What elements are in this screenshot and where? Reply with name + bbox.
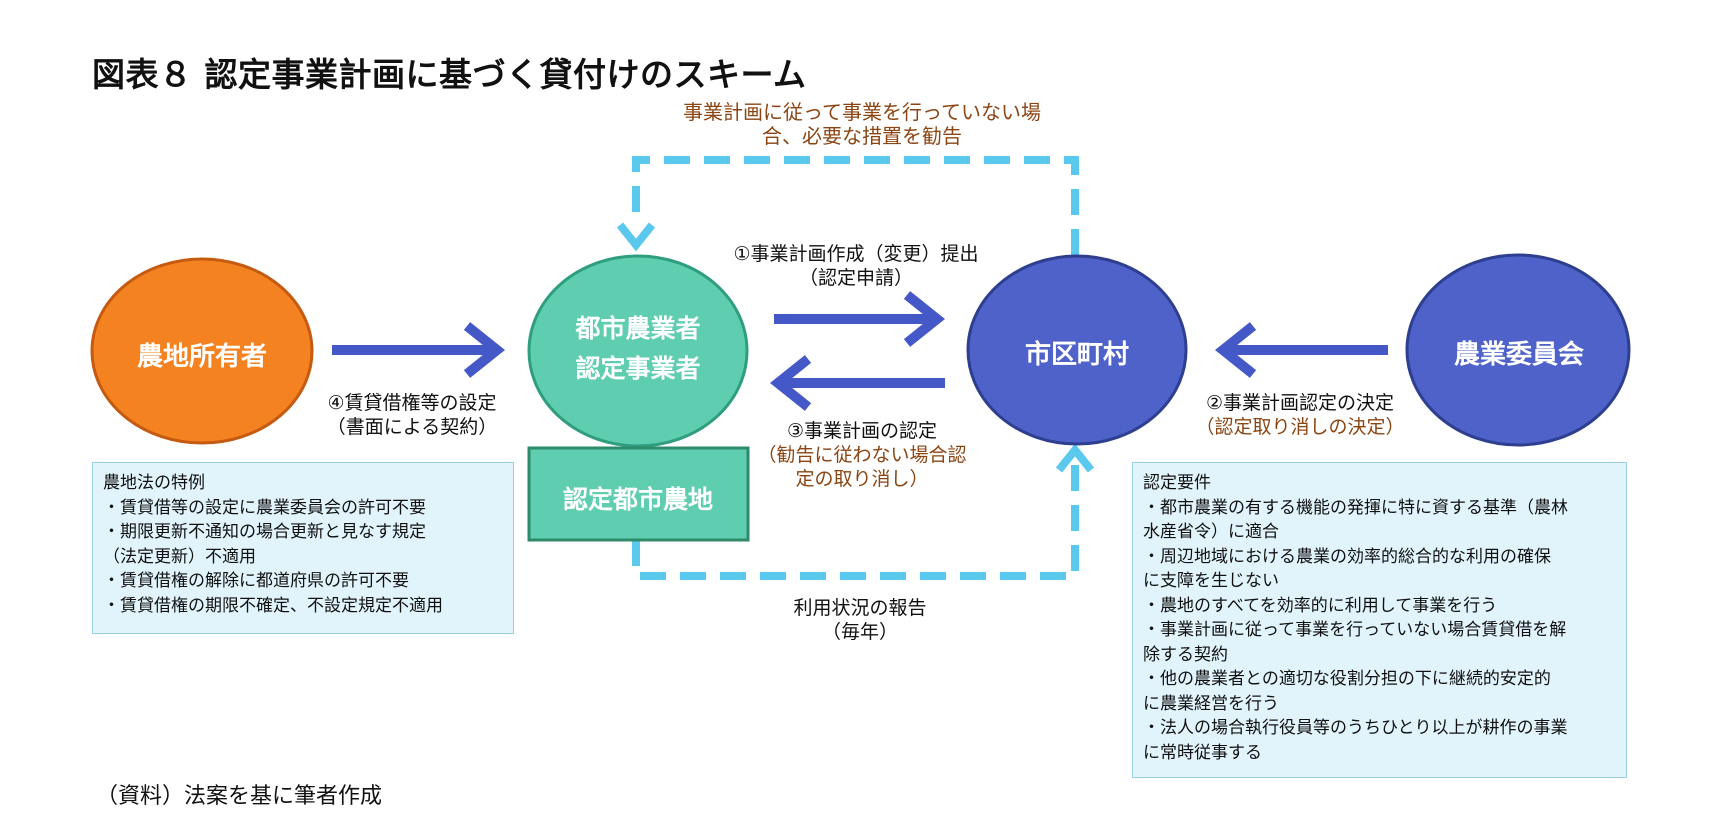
certify-label-line2: （勧告に従わない場合認 <box>757 444 967 466</box>
report-label-line2: （毎年） <box>821 621 898 643</box>
lease-label-line1: ④賃貸借権等の設定 <box>327 392 497 414</box>
page-title: 図表８ 認定事業計画に基づく貸付けのスキーム <box>92 55 807 94</box>
requirements-line: に常時従事する <box>1143 742 1262 763</box>
lease-label: ④賃貸借権等の設定 （書面による契約） <box>302 391 522 439</box>
lease-arrowhead <box>463 322 506 378</box>
report-arrowhead <box>1055 443 1095 473</box>
farmland-law-line: ・賃貸借権の解除に都道府県の許可不要 <box>103 571 409 591</box>
decision-label: ②事業計画認定の決定 （認定取り消しの決定） <box>1180 391 1420 439</box>
report-label-line1: 利用状況の報告 <box>793 597 927 619</box>
submit-label-line2: （認定申請） <box>798 267 913 289</box>
requirements-line: ・農地のすべてを効率的に利用して事業を行う <box>1143 595 1498 616</box>
municipality-label: 市区町村 <box>1024 340 1129 370</box>
certified-land-node <box>527 446 750 542</box>
farmer-label-line2: 認定事業者 <box>575 354 701 383</box>
farmer-node <box>527 254 749 448</box>
source-note: （資料）法案を基に筆者作成 <box>96 784 383 809</box>
decision-arrowhead <box>1214 322 1257 378</box>
submit-label-line1: ①事業計画作成（変更）提出 <box>733 243 979 265</box>
report-label: 利用状況の報告 （毎年） <box>760 596 960 644</box>
submit-label: ①事業計画作成（変更）提出 （認定申請） <box>706 242 1006 290</box>
farmer-label: 都市農業者 認定事業者 <box>530 309 746 389</box>
farmer-label-line1: 都市農業者 <box>575 314 701 343</box>
advice-label-line1: 事業計画に従って事業を行っていない場 <box>683 100 1041 124</box>
certify-arrowhead <box>769 355 812 411</box>
requirements-line: 水産省令）に適合 <box>1143 522 1279 542</box>
decision-label-line1: ②事業計画認定の決定 <box>1205 392 1395 414</box>
requirements-line: 除する契約 <box>1143 644 1228 665</box>
farmland-law-exceptions-box: 農地法の特例 ・賃貸借等の設定に農業委員会の許可不要 ・期限更新不通知の場合更新… <box>92 462 514 634</box>
certify-label-line3: 定の取り消し） <box>795 468 929 490</box>
requirements-line: ・周辺地域における農業の効率的総合的な利用の確保 <box>1143 546 1551 567</box>
certification-requirements-box: 認定要件 ・都市農業の有する機能の発揮に特に資する基準（農林 水産省令）に適合 … <box>1132 462 1627 778</box>
report-dashed-line <box>632 460 1079 580</box>
requirements-line: ・他の農業者との適切な役割分担の下に継続的安定的 <box>1143 669 1551 689</box>
municipality-node <box>966 254 1188 446</box>
decision-label-line2: （認定取り消しの決定） <box>1195 416 1405 438</box>
requirements-line: に支障を生じない <box>1143 571 1279 591</box>
advice-label: 事業計画に従って事業を行っていない場 合、必要な措置を勧告 <box>662 100 1062 148</box>
advice-label-line2: 合、必要な措置を勧告 <box>762 124 962 148</box>
farmland-law-line: ・期限更新不通知の場合更新と見なす規定 <box>103 522 426 542</box>
owner-label: 農地所有者 <box>136 342 267 372</box>
requirements-line: に農業経営を行う <box>1143 693 1279 714</box>
lease-label-line2: （書面による契約） <box>326 416 498 438</box>
certified-land-label: 認定都市農地 <box>562 485 713 514</box>
requirements-line: ・法人の場合執行役員等のうちひとり以上が耕作の事業 <box>1143 718 1568 738</box>
committee-label: 農業委員会 <box>1453 340 1584 370</box>
farmland-law-line: ・賃貸借等の設定に農業委員会の許可不要 <box>103 497 426 518</box>
certify-label-line1: ③事業計画の認定 <box>786 420 938 442</box>
farmland-law-heading: 農地法の特例 <box>103 473 205 493</box>
requirements-heading: 認定要件 <box>1143 473 1211 493</box>
advice-dashed-line <box>632 156 1079 255</box>
requirements-line: ・事業計画に従って事業を行っていない場合賃貸借を解 <box>1143 620 1567 640</box>
submit-arrowhead <box>903 291 946 347</box>
farmland-law-line: （法定更新）不適用 <box>103 546 256 567</box>
farmland-law-line: ・賃貸借権の期限不確定、不設定規定不適用 <box>103 595 443 616</box>
advice-arrowhead <box>616 222 656 252</box>
owner-node <box>90 257 314 445</box>
certify-label: ③事業計画の認定 （勧告に従わない場合認 定の取り消し） <box>742 419 982 491</box>
requirements-line: ・都市農業の有する機能の発揮に特に資する基準（農林 <box>1143 497 1568 518</box>
committee-node <box>1405 253 1631 447</box>
